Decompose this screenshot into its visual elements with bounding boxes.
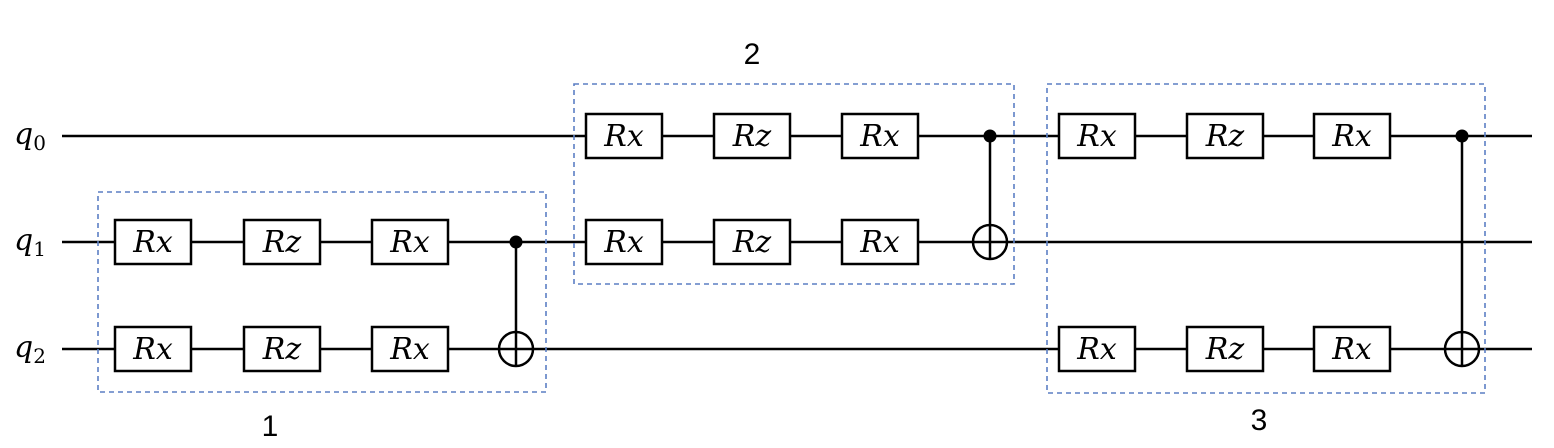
gate-box	[1185, 325, 1265, 373]
gate-rx: Rx	[584, 112, 664, 160]
gate-label: Rx	[132, 225, 173, 260]
cnot-control-dot	[1455, 129, 1469, 143]
gate-rz: Rz	[242, 325, 322, 373]
gate-label: Rx	[1331, 332, 1372, 367]
block-border	[1046, 83, 1486, 394]
gate-label: Rx	[389, 225, 430, 260]
gate-rz: Rz	[1185, 325, 1265, 373]
gate-rx: Rx	[113, 325, 193, 373]
cnot-control-dot	[983, 129, 997, 143]
gate-label: Rx	[1331, 119, 1372, 154]
gate-label: Rx	[389, 332, 430, 367]
gate-box	[370, 325, 450, 373]
gate-label: Rx	[603, 225, 644, 260]
gate-rz: Rz	[712, 218, 792, 266]
cnot-gate	[1443, 129, 1481, 368]
gate-box	[113, 325, 193, 373]
gate-box	[1185, 112, 1265, 160]
gate-rx: Rx	[1057, 325, 1137, 373]
block-label: 2	[744, 38, 761, 71]
cnot-control-dot	[509, 235, 523, 249]
gate-rz: Rz	[242, 218, 322, 266]
gate-box	[840, 218, 920, 266]
qubit-label: q1	[14, 223, 46, 261]
gate-label: Rz	[262, 225, 302, 260]
gate-rz: Rz	[712, 112, 792, 160]
gate-box	[712, 112, 792, 160]
gate-label: Rz	[732, 119, 772, 154]
gate-label: Rx	[859, 225, 900, 260]
cnot-gate	[497, 235, 535, 368]
gate-box	[1057, 325, 1137, 373]
gate-label: Rz	[1205, 332, 1245, 367]
gate-label: Rx	[1076, 119, 1117, 154]
qubit-label-index: 2	[33, 344, 46, 368]
gate-rx: Rx	[113, 218, 193, 266]
gate-rz: Rz	[1185, 112, 1265, 160]
gate-label: Rz	[262, 332, 302, 367]
gate-rx: Rx	[1057, 112, 1137, 160]
qubit-label-name: q	[14, 330, 33, 365]
gate-box	[113, 218, 193, 266]
gate-label: Rx	[603, 119, 644, 154]
qubit-label-name: q	[14, 117, 33, 152]
qubit-label: q2	[14, 330, 46, 368]
cnot-gate	[971, 129, 1009, 261]
gate-rx: Rx	[584, 218, 664, 266]
gate-rx: Rx	[840, 218, 920, 266]
qubit-label: q0	[14, 117, 46, 155]
gate-box	[370, 218, 450, 266]
qubit-label-name: q	[14, 223, 33, 258]
qubit-label-index: 1	[33, 237, 46, 261]
gate-label: Rz	[732, 225, 772, 260]
block-border	[573, 83, 1015, 285]
gate-box	[584, 112, 664, 160]
gate-label: Rx	[132, 332, 173, 367]
gate-rx: Rx	[370, 218, 450, 266]
gate-label: Rx	[859, 119, 900, 154]
block-label: 1	[262, 410, 279, 443]
gate-box	[584, 218, 664, 266]
gate-rx: Rx	[840, 112, 920, 160]
gate-rx: Rx	[370, 325, 450, 373]
gate-rx: Rx	[1312, 325, 1392, 373]
block-label: 3	[1251, 404, 1268, 437]
gate-label: Rx	[1076, 332, 1117, 367]
gate-label: Rz	[1205, 119, 1245, 154]
gate-box	[242, 325, 322, 373]
gate-box	[1057, 112, 1137, 160]
gate-box	[840, 112, 920, 160]
gate-rx: Rx	[1312, 112, 1392, 160]
gate-box	[1312, 325, 1392, 373]
gate-box	[712, 218, 792, 266]
qubit-label-index: 0	[33, 131, 46, 155]
gate-box	[242, 218, 322, 266]
gate-box	[1312, 112, 1392, 160]
